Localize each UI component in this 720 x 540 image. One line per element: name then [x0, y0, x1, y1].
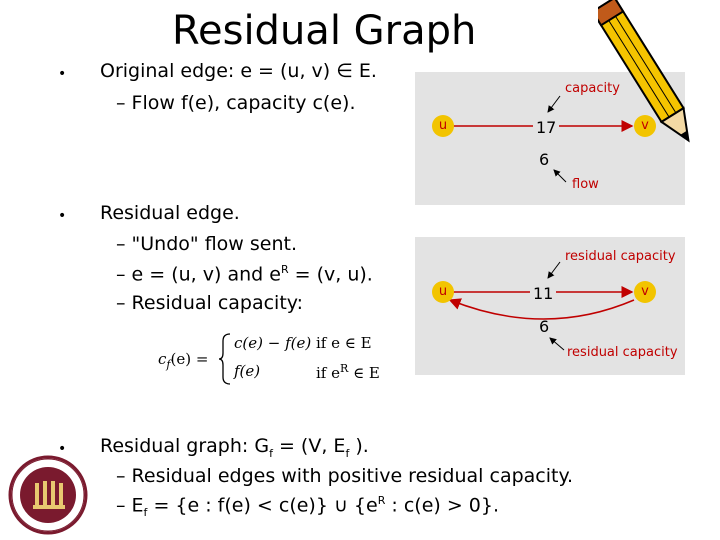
- residual-backward-value: 6: [539, 317, 550, 336]
- node-v: v: [634, 281, 656, 303]
- bullet-marker: •: [58, 208, 67, 224]
- bullet-residual-edge: Residual edge.: [100, 202, 240, 224]
- residual-forward-value: 11: [530, 284, 557, 303]
- callout-residual-top-line: [547, 261, 561, 279]
- callout-flow-line: [553, 169, 567, 183]
- callout-flow: flow: [572, 177, 599, 192]
- edge-flow-value: 6: [539, 150, 550, 169]
- slide-title: Residual Graph: [172, 8, 477, 54]
- edge-capacity-value: 17: [533, 118, 560, 137]
- sub-edge-set: – Ef = {e : f(e) < c(e)} ∪ {eR : c(e) > …: [116, 494, 500, 520]
- original-edge-panel: [415, 72, 685, 205]
- brace-icon: [218, 333, 231, 385]
- residual-capacity-formula: cf(e) = c(e) − f(e) if e ∈ E f(e) if eR …: [156, 330, 406, 390]
- callout-residual-capacity-bottom: residual capacity: [567, 345, 678, 360]
- sub-reverse-edge: – e = (u, v) and eR = (v, u).: [116, 263, 373, 286]
- node-u: u: [432, 115, 454, 137]
- bullet-marker: •: [58, 441, 67, 457]
- sub-positive-residual: – Residual edges with positive residual …: [116, 465, 574, 487]
- sub-flow-capacity: – Flow f(e), capacity c(e).: [116, 92, 356, 114]
- callout-capacity-line: [547, 95, 561, 113]
- callout-residual-capacity-top: residual capacity: [565, 249, 676, 264]
- sub-residual-capacity: – Residual capacity:: [116, 292, 304, 314]
- university-seal-icon: [8, 455, 88, 535]
- bullet-residual-graph: Residual graph: Gf = (V, Ef ).: [100, 435, 369, 460]
- sub-undo-flow: – "Undo" flow sent.: [116, 233, 297, 255]
- bullet-marker: •: [58, 66, 67, 82]
- callout-residual-bottom-line: [549, 337, 565, 351]
- node-u: u: [432, 281, 454, 303]
- callout-capacity: capacity: [565, 81, 620, 96]
- residual-edge-backward: [448, 298, 635, 320]
- bullet-original-edge: Original edge: e = (u, v) ∈ E.: [100, 60, 377, 82]
- node-v: v: [634, 115, 656, 137]
- pencil-icon: [598, 0, 690, 143]
